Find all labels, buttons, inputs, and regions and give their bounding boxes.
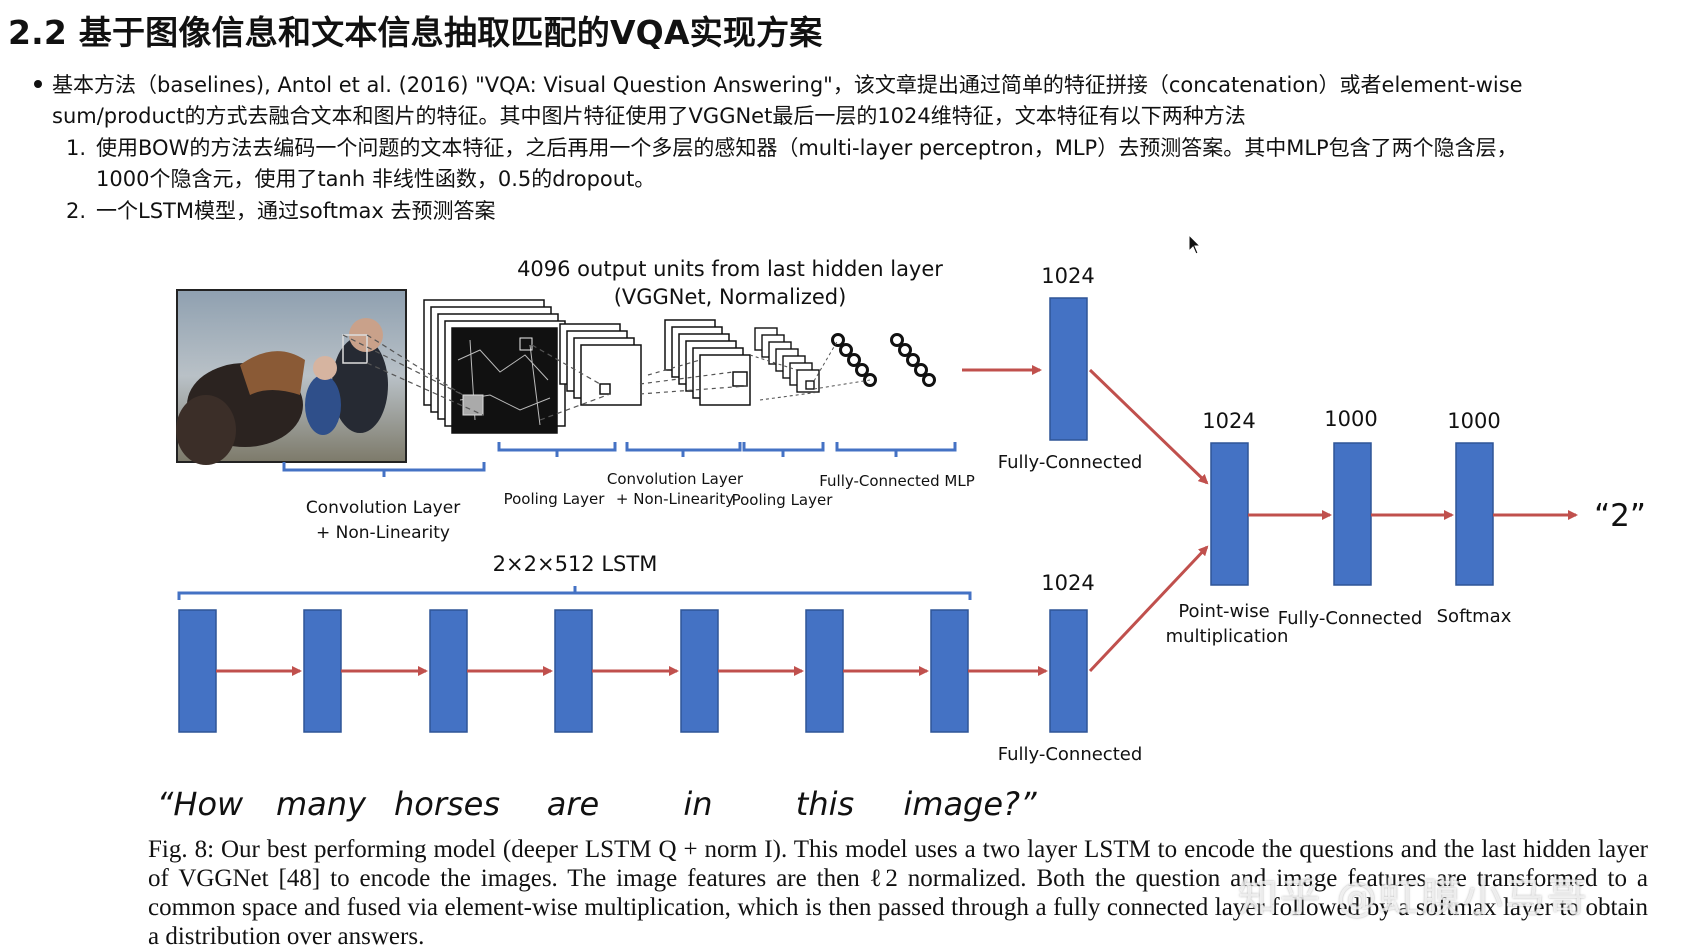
input-image [176, 289, 407, 465]
pointwise-label-line-2: multiplication [1166, 626, 1289, 647]
mlp-connections [813, 339, 871, 390]
pointwise-dim: 1024 [1202, 409, 1255, 433]
question-word-2: many [276, 785, 367, 823]
fc2-label: Fully-Connected [1278, 608, 1423, 629]
lstm-cells [178, 609, 969, 733]
softmax-label: Softmax [1437, 606, 1512, 627]
receptive-field-box-1 [462, 394, 484, 416]
projection-lines-4 [749, 354, 820, 401]
q-fc-block [1049, 609, 1088, 733]
pool2-label: Pooling Layer [732, 491, 834, 509]
arrow-q-to-pointwise [1088, 545, 1209, 673]
question-word-1: “How [157, 785, 244, 823]
watermark: 知乎 @虹膜小马哥 [1238, 875, 1589, 921]
feature-maps-pool2 [754, 327, 820, 393]
question-word-5: in [683, 785, 712, 823]
lstm-bracket [177, 586, 972, 600]
answer-text: “2” [1594, 498, 1646, 534]
img-fc-label: Fully-Connected [998, 452, 1143, 473]
question-word-7: image?” [903, 785, 1037, 823]
projection-lines-3 [639, 359, 748, 395]
fc2-block [1333, 442, 1372, 586]
section-heading: 2.2 基于图像信息和文本信息抽取匹配的VQA实现方案 [8, 13, 823, 52]
sub-item-1-line-2: 1000个隐含元，使用了tanh 非线性函数，0.5的dropout。 [96, 167, 656, 191]
question-words: “How many horses are in this image?” [157, 785, 1037, 823]
pointwise-block [1210, 442, 1249, 586]
softmax-dim: 1000 [1447, 409, 1500, 433]
bullet-item-line-1: 基本方法（baselines), Antol et al. (2016) "VQ… [52, 73, 1523, 97]
bullet-dot [34, 80, 42, 88]
projection-lines-2 [531, 344, 611, 421]
lstm-cell-6 [805, 609, 844, 733]
q-fc-dim: 1024 [1041, 571, 1094, 595]
figure-caption: Fig. 8: Our best performing model (deepe… [148, 836, 1648, 950]
q-fc-label: Fully-Connected [998, 744, 1143, 765]
bullet-item-line-2: sum/product的方式去融合文本和图片的特征。其中图片特征使用了VGGNe… [52, 104, 1246, 128]
top-label-line-1: 4096 output units from last hidden layer [517, 257, 943, 281]
receptive-field-box-2 [519, 337, 533, 351]
sub-item-2-line-1: 一个LSTM模型，通过softmax 去预测答案 [96, 199, 496, 223]
sub-item-1-line-1: 使用BOW的方法去编码一个问题的文本特征，之后再用一个多层的感知器（multi-… [96, 136, 1518, 160]
img-fc-block [1049, 297, 1088, 441]
lstm-label: 2×2×512 LSTM [493, 552, 658, 576]
softmax-block [1455, 442, 1494, 586]
question-word-3: horses [394, 785, 500, 823]
feature-maps-pool1 [559, 323, 642, 406]
edge-map-texture [457, 339, 551, 426]
mouse-cursor-icon [1188, 234, 1202, 255]
lstm-cell-4 [554, 609, 593, 733]
top-label-line-2: (VGGNet, Normalized) [614, 285, 847, 309]
feature-maps-conv2 [664, 319, 751, 406]
conv1-label-line-2: + Non-Linearity [316, 523, 450, 543]
img-fc-dim: 1024 [1041, 264, 1094, 288]
cnn-brackets [282, 442, 957, 477]
conv2-label-line-2: + Non-Linearity [616, 490, 734, 508]
conv1-label-line-1: Convolution Layer [306, 498, 460, 518]
sub-item-1-number: 1. [66, 136, 87, 160]
lstm-cell-1 [178, 609, 217, 733]
mlp-neurons [831, 333, 936, 387]
lstm-cell-5 [680, 609, 719, 733]
fc-mlp-label: Fully-Connected MLP [819, 472, 975, 490]
question-word-4: are [547, 785, 599, 823]
question-word-6: this [796, 785, 854, 823]
projection-lines-1 [342, 334, 484, 416]
conv2-label-line-1: Convolution Layer [607, 470, 744, 488]
fc2-dim: 1000 [1324, 407, 1377, 431]
lstm-cell-7 [930, 609, 969, 733]
pool1-label: Pooling Layer [504, 490, 606, 508]
pointwise-label-line-1: Point-wise [1178, 601, 1269, 622]
lstm-cell-3 [429, 609, 468, 733]
arrow-img-to-pointwise [1088, 368, 1209, 485]
feature-maps-conv1 [423, 299, 566, 434]
sub-item-2-number: 2. [66, 199, 87, 223]
lstm-cell-2 [303, 609, 342, 733]
